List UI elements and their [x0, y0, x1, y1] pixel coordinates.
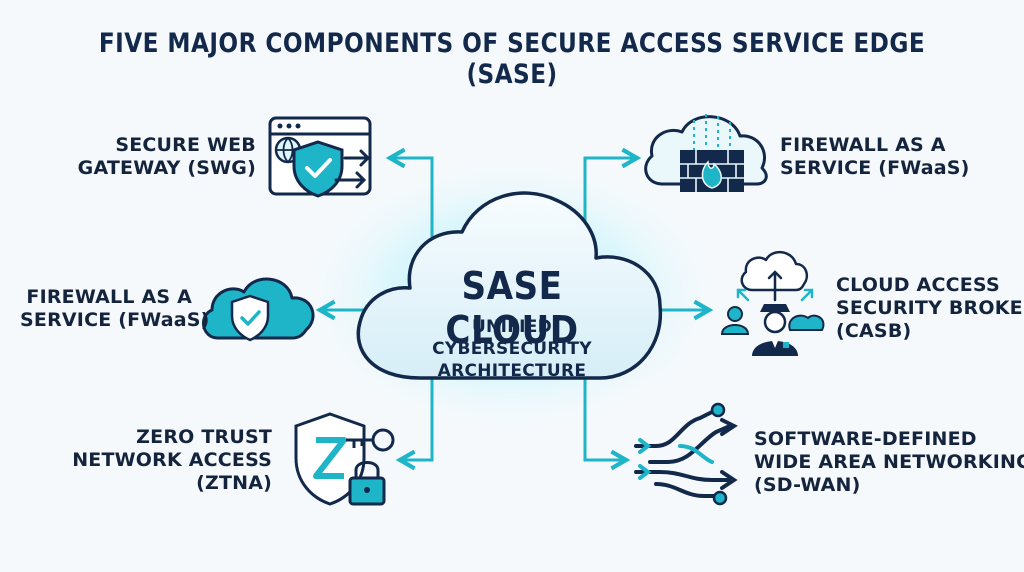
label-line: SOFTWARE-DEFINED — [754, 428, 977, 450]
center-subtitle: UNIFIED CYBERSECURITY ARCHITECTURE — [392, 316, 632, 382]
label-line: (SD-WAN) — [754, 474, 861, 496]
label-line: (CASB) — [836, 320, 912, 342]
cloud-shield-icon — [202, 277, 315, 342]
connector-swg — [392, 158, 434, 242]
label-line: FIREWALL AS A — [26, 286, 192, 308]
center-title: SASE CLOUD — [445, 264, 579, 352]
label-line: SECURITY BROKER — [836, 297, 1024, 319]
connector-ztna — [402, 368, 434, 460]
network-routing-icon — [634, 402, 738, 506]
label-line: CLOUD ACCESS — [836, 274, 1000, 296]
z-shield-key-lock-icon — [294, 412, 395, 506]
component-label-casb: CLOUD ACCESS SECURITY BROKER (CASB) — [836, 274, 1024, 343]
connectors — [322, 158, 707, 460]
label-line: NETWORK ACCESS — [72, 449, 272, 471]
component-label-sdwan: SOFTWARE-DEFINED WIDE AREA NETWORKING (S… — [754, 428, 1024, 497]
page-title: FIVE MAJOR COMPONENTS OF SECURE ACCESS S… — [98, 28, 926, 90]
label-line: SECURE WEB — [115, 134, 256, 156]
component-label-fwaas-right: FIREWALL AS A SERVICE (FWaaS) — [780, 134, 980, 180]
web-gateway-shield-icon — [268, 116, 372, 198]
cloud-broker-icon — [720, 251, 825, 356]
component-label-swg: SECURE WEB GATEWAY (SWG) — [60, 134, 256, 180]
center-subtitle-line: UNIFIED CYBERSECURITY — [432, 317, 592, 359]
label-line: WIDE AREA NETWORKING — [754, 451, 1024, 473]
connector-sdwan — [583, 368, 624, 460]
label-line: (ZTNA) — [196, 472, 272, 494]
component-label-fwaas-left: FIREWALL AS A SERVICE (FWaaS) — [20, 286, 210, 332]
label-line: FIREWALL AS A — [780, 134, 946, 156]
label-line: SERVICE (FWaaS) — [780, 157, 970, 179]
sase-cloud — [356, 191, 663, 380]
connector-fwaas-right — [583, 158, 635, 242]
cloud-firewall-icon — [644, 114, 768, 192]
label-line: SERVICE (FWaaS) — [20, 309, 210, 331]
center-subtitle-line: ARCHITECTURE — [437, 361, 587, 381]
label-line: GATEWAY (SWG) — [77, 157, 256, 179]
component-label-ztna: ZERO TRUST NETWORK ACCESS (ZTNA) — [60, 426, 272, 495]
label-line: ZERO TRUST — [136, 426, 272, 448]
